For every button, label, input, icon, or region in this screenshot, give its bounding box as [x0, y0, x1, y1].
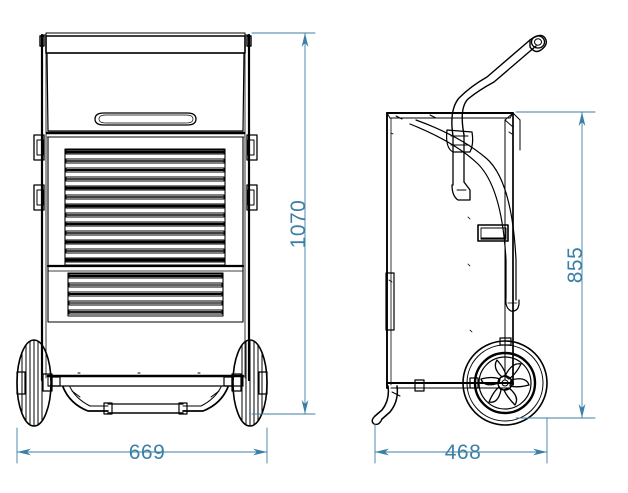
dimension-label-855: 855	[564, 247, 587, 284]
panel-divider-upper	[45, 131, 246, 138]
panel-divider-mid	[46, 264, 245, 272]
right-corner-post	[244, 33, 252, 382]
carry-handle	[94, 112, 197, 126]
left-latch-upper	[33, 134, 45, 161]
louvre-grille-upper	[65, 149, 225, 263]
dimension-handle-height	[515, 111, 596, 419]
wheel-left-front-view	[16, 339, 61, 427]
dimension-label-669: 669	[129, 441, 166, 464]
body-bottom-rail	[385, 381, 515, 389]
dimension-overall-depth	[374, 417, 548, 464]
bottom-rail-sleeve	[414, 379, 425, 392]
grille-frame-lower	[67, 272, 224, 317]
handle-support-strut	[409, 119, 520, 312]
dimension-label-468: 468	[445, 441, 482, 464]
dimension-label-1070: 1070	[287, 200, 310, 249]
pull-handle-tube	[451, 34, 548, 137]
body-front-edge	[386, 112, 392, 389]
left-corner-post	[39, 33, 47, 382]
axle-bar	[46, 372, 245, 387]
wheel-side-view	[462, 337, 548, 426]
drain-port	[477, 224, 509, 242]
upper-cabinet-panel	[46, 52, 245, 132]
panel-fixing-marks	[390, 132, 473, 333]
body-top-rail	[386, 112, 514, 120]
front-support-foot	[371, 385, 401, 426]
side-hinge-strip	[385, 272, 395, 331]
dimension-overall-height	[251, 32, 316, 415]
right-latch-lower	[246, 184, 258, 211]
top-lid	[45, 32, 246, 54]
bottom-support-bar	[62, 386, 229, 415]
wheel-right-front-view	[223, 339, 268, 427]
front-elevation-view	[16, 32, 268, 427]
louvre-grille-lower	[68, 273, 223, 315]
side-elevation-view	[371, 34, 548, 426]
rear-panel-flange	[504, 119, 514, 381]
dimension-overall-width	[16, 427, 268, 464]
lower-cabinet-panel	[47, 136, 244, 323]
left-latch-lower	[33, 184, 45, 211]
right-latch-upper	[246, 134, 258, 161]
